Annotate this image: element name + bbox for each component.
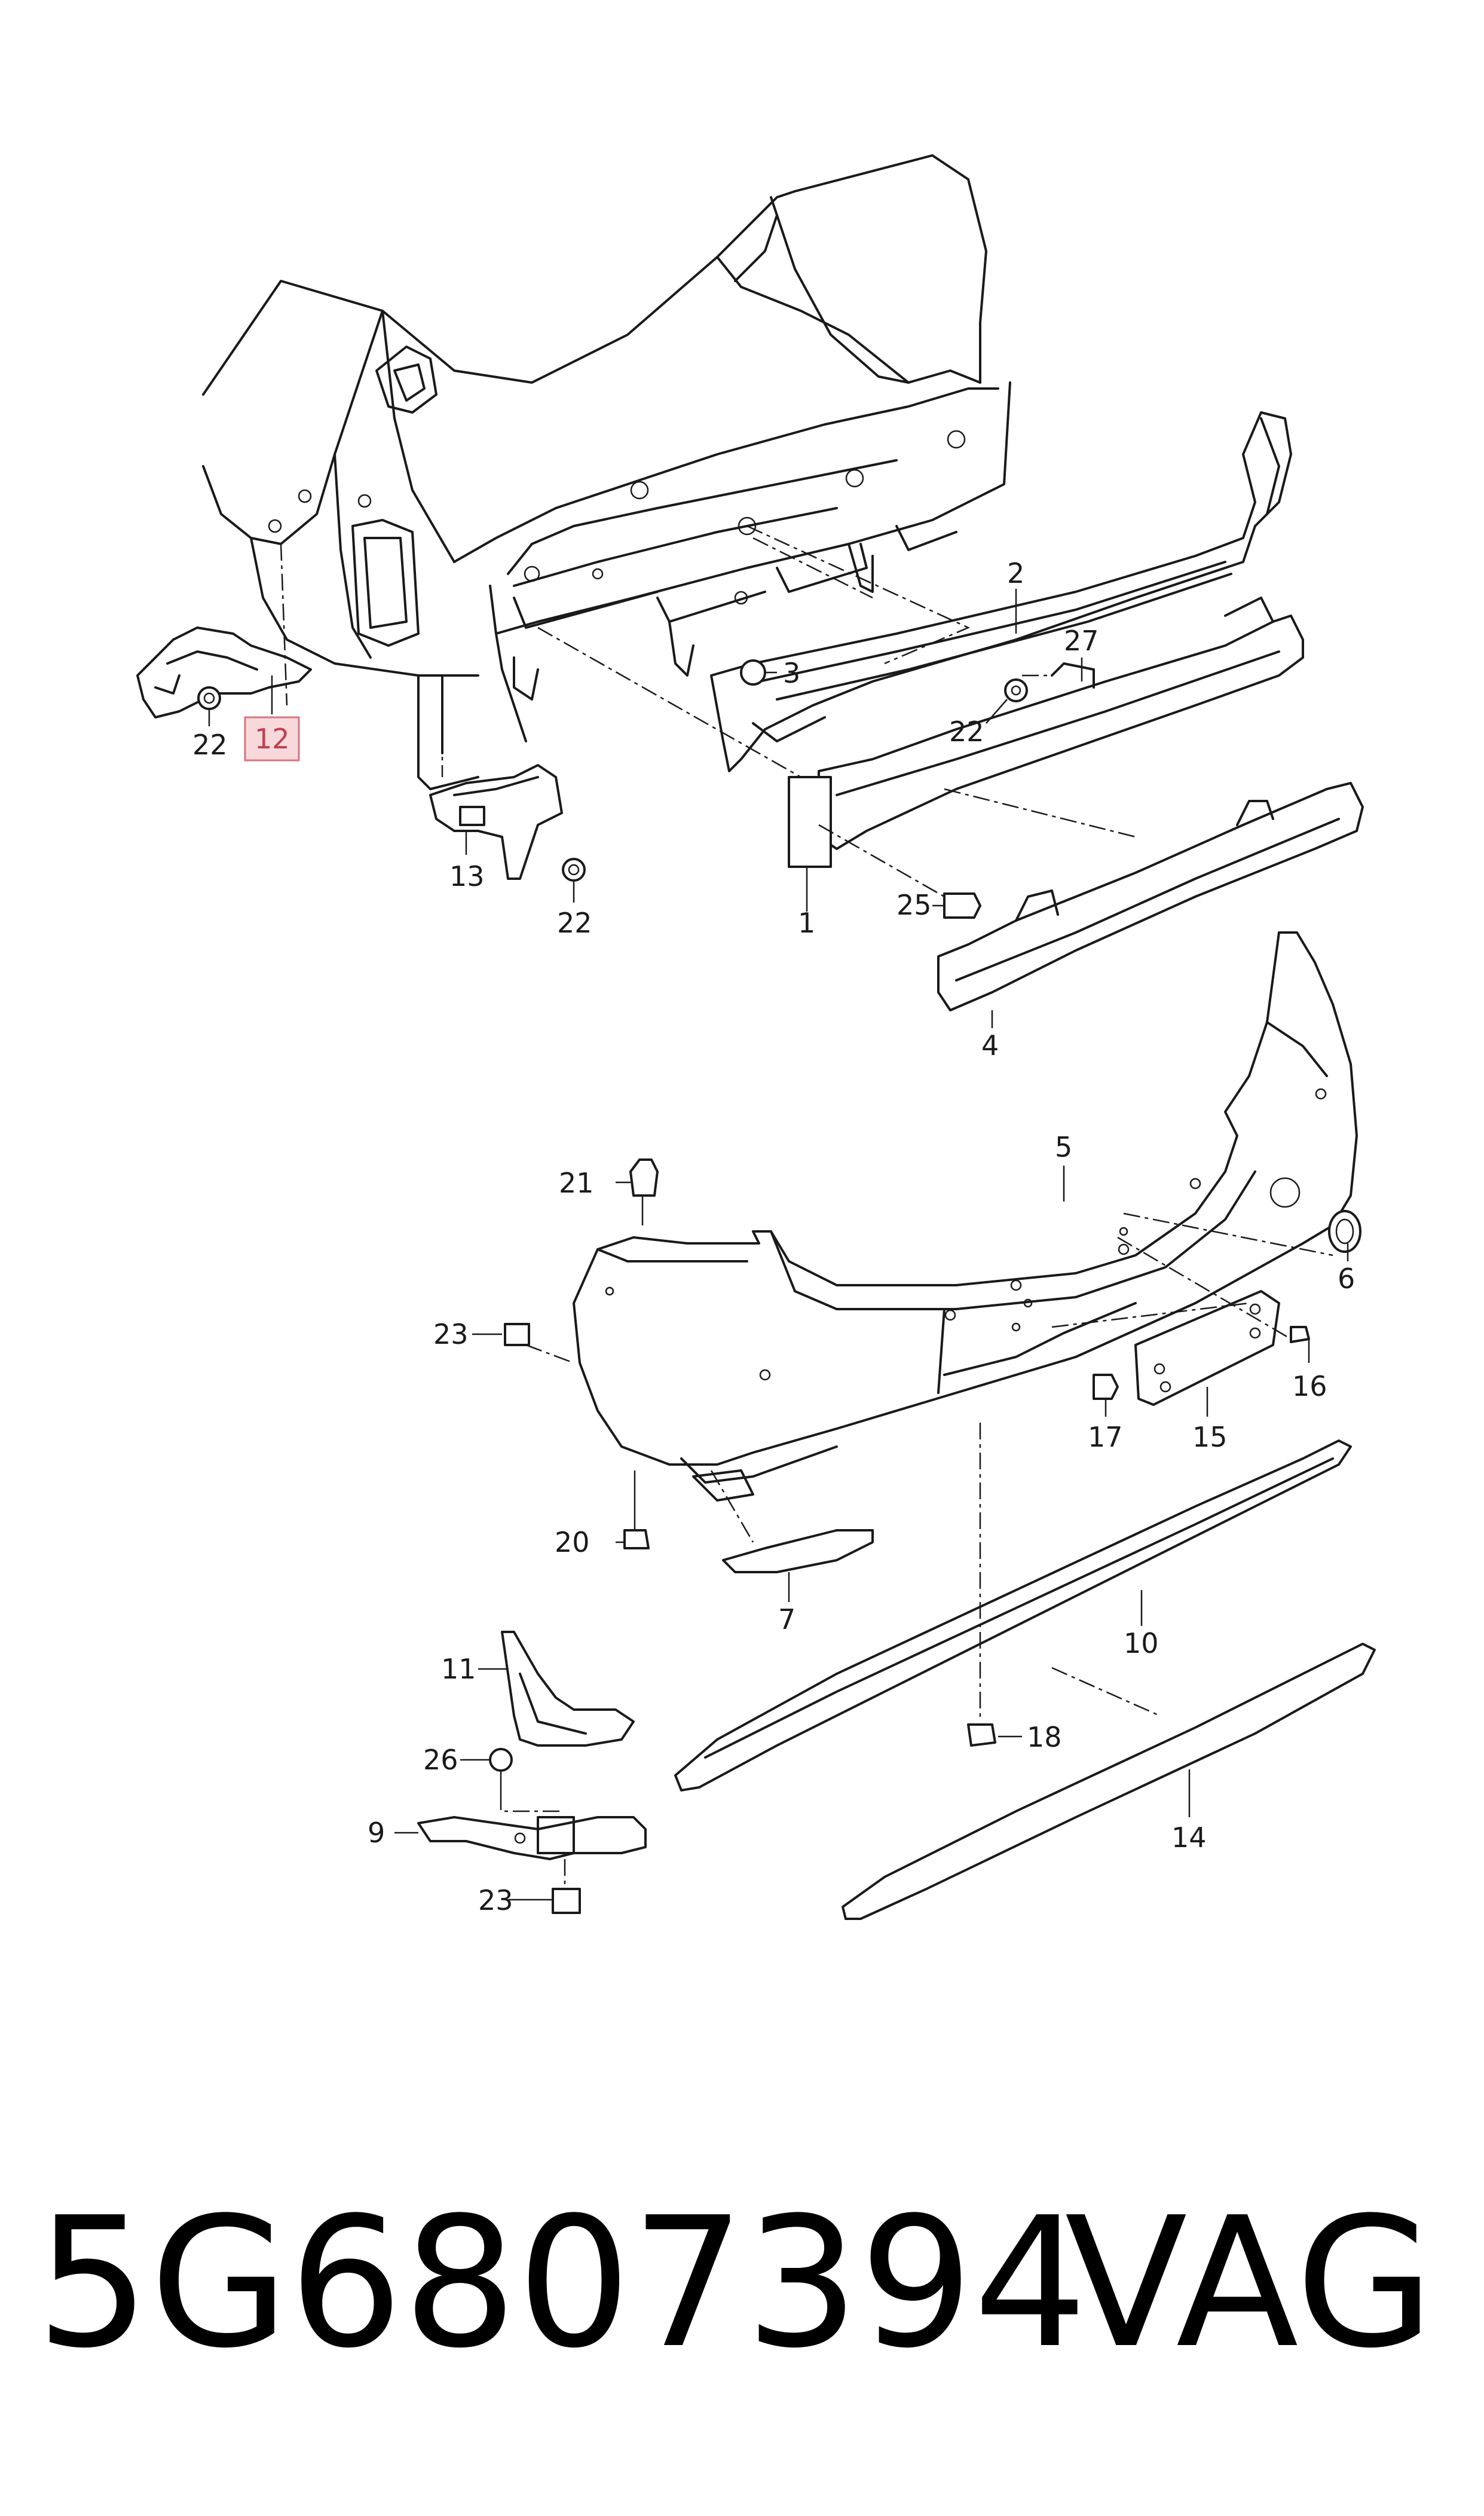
part-27-impact-absorber [788, 597, 1304, 868]
callout-10: 10 [1124, 1627, 1159, 1659]
car-body-rear-section [202, 154, 1011, 790]
callout-23-upper: 23 [433, 1318, 469, 1350]
brand-name: VAG [1064, 2179, 1434, 2387]
callout-23-lower: 23 [478, 1884, 513, 1916]
callout-5: 5 [1055, 1131, 1072, 1163]
callout-11: 11 [441, 1653, 476, 1685]
part-11-side-bracket [501, 1631, 635, 1747]
callouts: 1 2 3 4 5 6 7 9 10 11 12 13 14 15 16 17 … [192, 557, 1355, 1916]
assembly-lines [280, 525, 1333, 1889]
callout-26: 26 [423, 1744, 458, 1776]
callout-13: 13 [449, 860, 485, 892]
callout-15: 15 [1192, 1421, 1228, 1453]
callout-25: 25 [896, 889, 932, 921]
callout-22-mid: 22 [949, 716, 984, 748]
callout-20: 20 [555, 1526, 590, 1558]
part-5-bumper-cover [573, 931, 1358, 1502]
part-13-bracket [429, 764, 586, 882]
callout-7: 7 [778, 1603, 795, 1635]
part-12-left-bracket [136, 489, 372, 719]
callout-27: 27 [1064, 625, 1099, 657]
callout-18: 18 [1027, 1721, 1062, 1753]
callout-22-left: 22 [192, 729, 228, 761]
callout-14: 14 [1171, 1821, 1207, 1854]
caption: 5G6807394 VAG [36, 2176, 1458, 2391]
callout-22-bracket: 22 [557, 907, 592, 939]
part-7-reflector [722, 1529, 874, 1573]
part-10-lower-spoiler [674, 1439, 1352, 1792]
callout-12-highlight: 12 [244, 716, 300, 762]
part-14-trim-strip [842, 1643, 1376, 1920]
callout-3: 3 [783, 657, 800, 689]
callout-6: 6 [1338, 1262, 1355, 1295]
callout-17: 17 [1088, 1421, 1123, 1453]
exploded-parts-diagram: 1 2 3 4 5 6 7 9 10 11 12 13 14 15 16 17 … [136, 154, 1376, 1920]
fasteners [489, 659, 1310, 1914]
part-4-lower-absorber [937, 782, 1364, 1011]
part-number: 5G6807394 [36, 2179, 1088, 2387]
part-15-license-plate-holder [1134, 1290, 1280, 1406]
leader-lines [208, 589, 1349, 1901]
callout-21: 21 [559, 1167, 594, 1199]
part-9-guide [417, 1816, 647, 1860]
callout-4: 4 [981, 1029, 999, 1062]
callout-16: 16 [1292, 1370, 1327, 1402]
callout-1: 1 [798, 907, 815, 939]
callout-9: 9 [368, 1817, 385, 1849]
callout-2: 2 [1007, 557, 1024, 589]
callout-12: 12 [255, 723, 290, 755]
part-6-cap [1328, 1210, 1361, 1253]
part-2-upper-carrier [710, 411, 1292, 772]
